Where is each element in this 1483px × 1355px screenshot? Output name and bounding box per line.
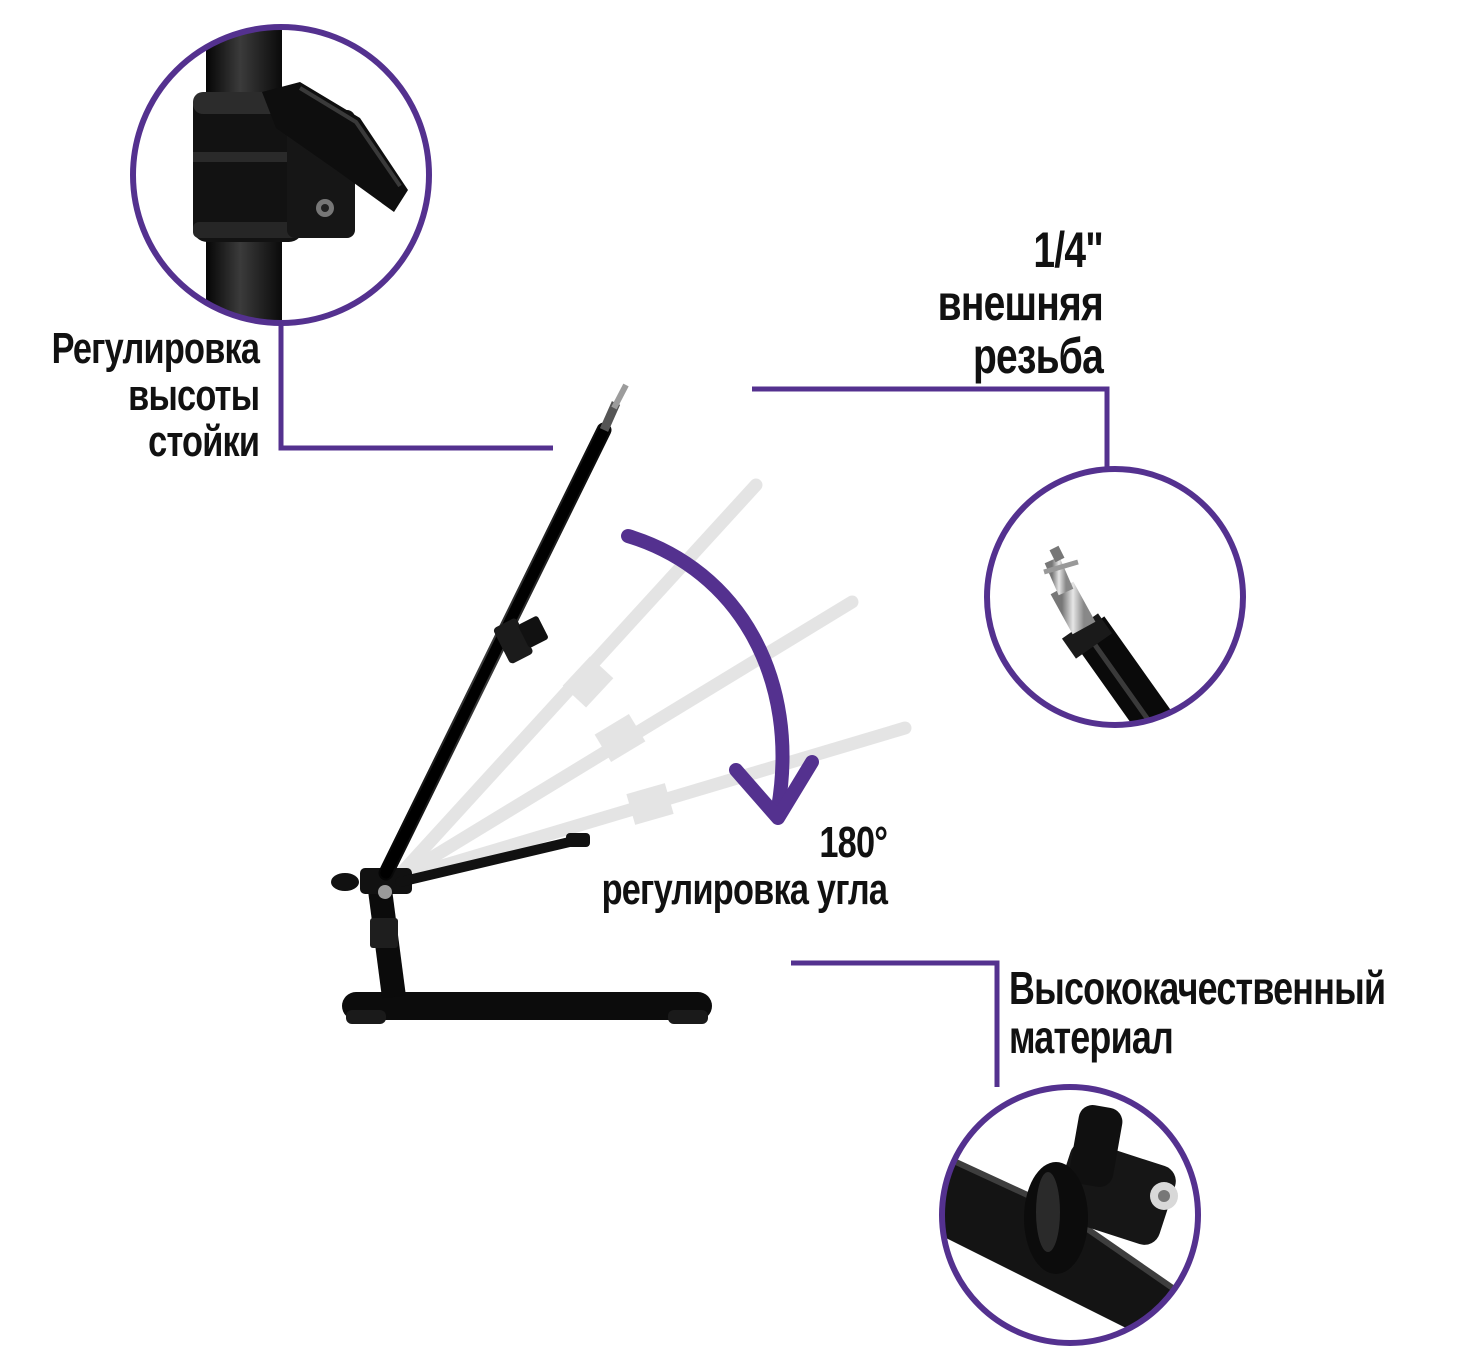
height-label-line-2: высоты — [127, 370, 260, 420]
thread-label: 1/4" внешняя резьба — [937, 222, 1104, 384]
angle-adjust-label: 180° регулировка угла — [601, 818, 888, 914]
height-label-line-3: стойки — [147, 417, 260, 467]
angle-label-line-1: 180° — [819, 818, 888, 867]
thread-screw-closeup-icon — [984, 466, 1246, 728]
height-label-line-1: Регулировка — [51, 324, 259, 373]
height-adjust-label: Регулировка высоты стойки — [51, 324, 260, 467]
desk-stand — [331, 383, 712, 1024]
curved-arrow-icon — [621, 529, 819, 825]
ghost-arm-positions — [388, 478, 912, 887]
material-label-line-2: материал — [1009, 1010, 1174, 1063]
thread-label-line-2: внешняя — [937, 275, 1104, 331]
material-label-line-1: Высококачественный — [1009, 962, 1386, 1014]
joint-knob-closeup-icon — [939, 1084, 1201, 1346]
callout-leader-lines — [278, 322, 1110, 1087]
material-label: Высококачественный материал — [1009, 962, 1386, 1063]
clamp-lever-closeup-icon — [130, 24, 432, 326]
thread-label-line-3: резьба — [973, 328, 1104, 384]
thread-label-line-1: 1/4" — [1033, 222, 1103, 278]
angle-label-line-2: регулировка угла — [601, 864, 887, 914]
